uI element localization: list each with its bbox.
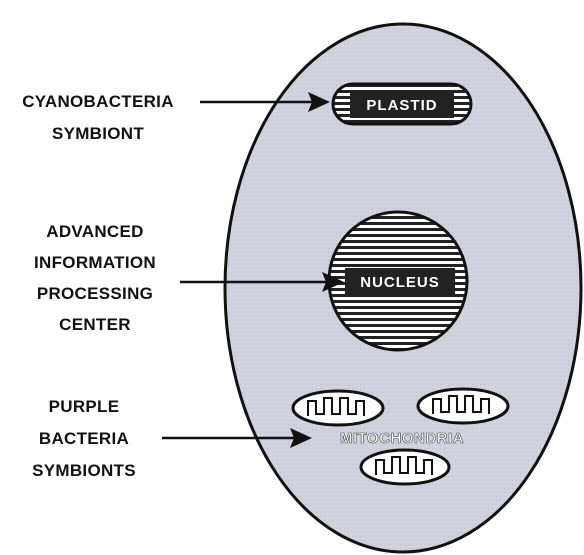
label-line: PURPLE — [49, 397, 120, 416]
label-line: SYMBIONTS — [32, 461, 136, 480]
mitochondria-label: MITOCHONDRIA — [340, 430, 464, 447]
label-line: PROCESSING — [37, 284, 153, 303]
label-line: CENTER — [59, 315, 131, 334]
label-line: ADVANCED — [46, 222, 143, 241]
label-cyanobacteria-symbiont: CYANOBACTERIA SYMBIONT — [22, 92, 174, 143]
mitochondrion — [293, 391, 383, 425]
arrow-plastid — [200, 92, 330, 112]
label-line: SYMBIONT — [52, 124, 144, 143]
label-line: BACTERIA — [39, 429, 129, 448]
label-line: CYANOBACTERIA — [22, 92, 174, 111]
label-advanced-information-processing-center: ADVANCED INFORMATION PROCESSING CENTER — [34, 222, 156, 334]
label-line: INFORMATION — [34, 253, 156, 272]
nucleus-organelle: NUCLEUS — [329, 212, 467, 350]
label-purple-bacteria-symbionts: PURPLE BACTERIA SYMBIONTS — [32, 397, 136, 480]
mitochondrion — [418, 389, 508, 423]
plastid-organelle: PLASTID — [333, 84, 471, 124]
mitochondrion — [361, 450, 449, 484]
plastid-label: PLASTID — [366, 97, 437, 114]
nucleus-label: NUCLEUS — [360, 274, 440, 291]
